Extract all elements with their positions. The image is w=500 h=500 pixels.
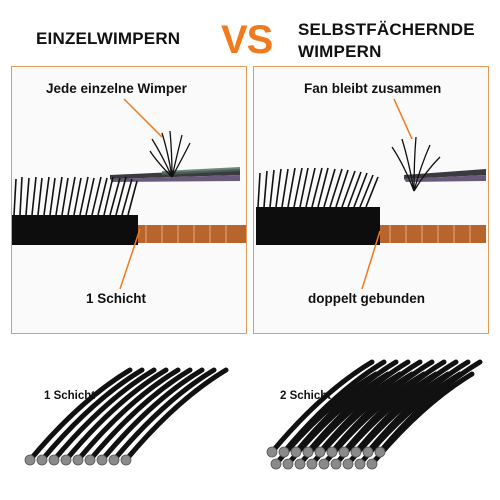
vs-label: VS	[221, 18, 273, 62]
lash-bundle-icon-double	[266, 359, 483, 470]
bottom-label-one-layer: 1 Schicht	[44, 390, 96, 402]
title-self-fanning-lashes-line1: SELBSTFÄCHERNDE	[298, 20, 475, 39]
lash-fan-icon	[391, 136, 441, 192]
label-fan-stays-together: Fan bleibt zusammen	[304, 81, 442, 96]
tweezers-icon	[404, 169, 486, 182]
label-one-layer: 1 Schicht	[86, 291, 147, 306]
pointer-line-top-right	[393, 98, 413, 140]
left-panel: Jede einzelne Wimper 1 Schicht	[11, 66, 247, 334]
lash-strip-icon	[12, 176, 246, 290]
right-panel: Fan bleibt zusammen doppelt gebunden	[253, 66, 489, 334]
tweezers-icon	[110, 167, 240, 182]
bottom-label-two-layers: 2 Schicht	[280, 390, 332, 402]
title-self-fanning-lashes-line2: WIMPERN	[298, 42, 382, 61]
pointer-line-top-left	[123, 98, 163, 138]
lash-strip-icon	[256, 167, 486, 290]
label-each-lash: Jede einzelne Wimper	[46, 81, 187, 96]
title-single-lashes: EINZELWIMPERN	[36, 29, 181, 48]
label-double-bonded: doppelt gebunden	[308, 291, 425, 306]
lash-fan-icon	[149, 130, 191, 178]
lash-bundle-icon-single	[24, 367, 229, 466]
